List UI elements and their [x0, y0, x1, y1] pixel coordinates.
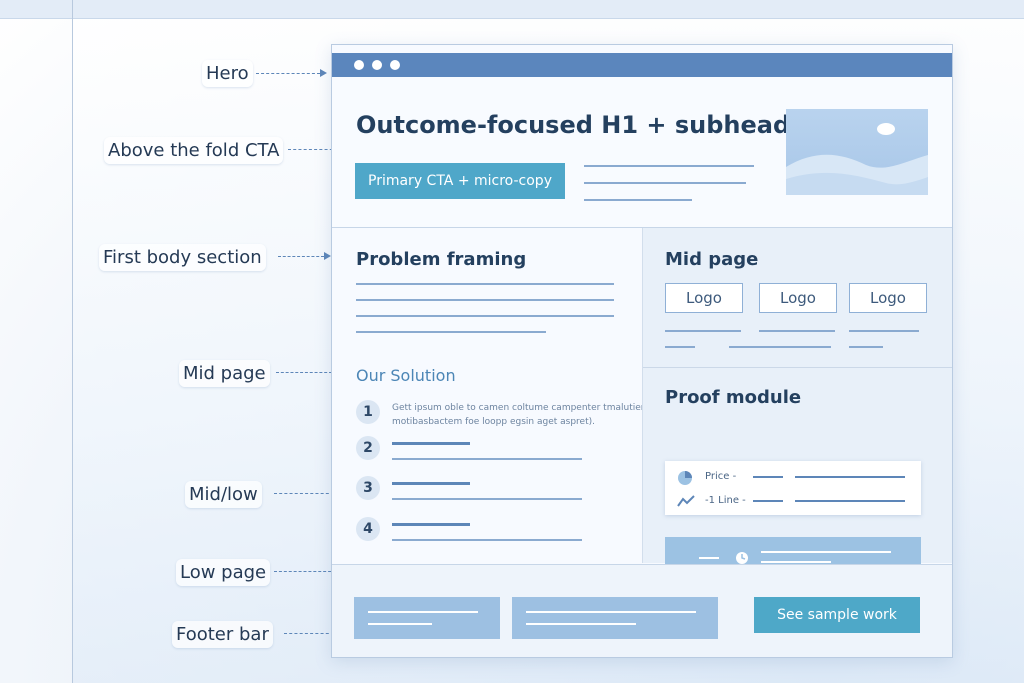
problem-framing-heading: Problem framing [356, 249, 527, 270]
text-line [849, 346, 883, 348]
text-line [356, 283, 614, 285]
logo-placeholder: Logo [759, 283, 837, 313]
step-number-3: 3 [356, 476, 380, 500]
top-band [0, 0, 1024, 19]
proof-line [795, 476, 905, 478]
text-line [759, 330, 835, 332]
leader-hero [256, 73, 320, 74]
trend-chart-icon [677, 495, 695, 507]
hero-section: Outcome-focused H1 + subhead Primary CTA… [332, 77, 952, 228]
pie-chart-icon [678, 471, 692, 485]
step-line [392, 498, 582, 500]
callout-first-body: First body section [99, 244, 266, 271]
proof-line [753, 476, 783, 478]
callout-above-fold-cta: Above the fold CTA [104, 137, 284, 164]
proof-line [753, 500, 783, 502]
leader-low-page [274, 571, 336, 572]
step-line [392, 482, 470, 485]
leader-mid-page [276, 372, 332, 373]
leader-above-fold-cta [288, 149, 338, 150]
logo-placeholder: Logo [665, 283, 743, 313]
hero-image-icon [786, 109, 928, 195]
banner-dash [699, 557, 719, 559]
see-sample-work-button[interactable]: See sample work [754, 597, 920, 633]
step-number-1: 1 [356, 400, 380, 424]
text-line [356, 331, 546, 333]
footer-line [368, 611, 478, 613]
proof-module-heading: Proof module [665, 387, 802, 408]
step-line [392, 539, 582, 541]
footer-line [526, 623, 636, 625]
banner-dash [761, 561, 831, 563]
footer-line [368, 623, 432, 625]
step-number-4: 4 [356, 517, 380, 541]
window-dot-icon [354, 60, 364, 70]
left-rule [72, 0, 73, 683]
footer-line [526, 611, 696, 613]
callout-mid-page: Mid page [179, 360, 270, 387]
step-1-text: motibasbactem foe loopp egsin aget aspre… [392, 417, 595, 427]
first-body-section: Problem framing Our Solution 1 Gett ipsu… [332, 228, 650, 563]
window-dot-icon [372, 60, 382, 70]
footer-block [512, 597, 718, 639]
step-line [392, 442, 470, 445]
proof-line [795, 500, 905, 502]
proof-line-label: -1 Line - [705, 495, 746, 506]
mid-page-heading: Mid page [665, 249, 759, 270]
browser-mockup: Outcome-focused H1 + subhead Primary CTA… [331, 44, 953, 658]
leader-footer-bar [284, 633, 334, 634]
callout-hero: Hero [202, 60, 253, 87]
primary-cta-button[interactable]: Primary CTA + micro-copy [355, 163, 565, 199]
step-1-text: Gett ipsum oble to camen coltume campent… [392, 403, 650, 413]
text-line [729, 346, 831, 348]
leader-mid-low [274, 493, 334, 494]
leader-first-body [278, 256, 324, 257]
clock-icon [736, 552, 748, 564]
subhead-line [584, 182, 746, 184]
subhead-line [584, 199, 692, 201]
window-dot-icon [390, 60, 400, 70]
hero-headline: Outcome-focused H1 + subhead [356, 111, 791, 139]
section-divider [643, 367, 952, 368]
proof-card: Price - -1 Line - [665, 461, 921, 515]
text-line [665, 346, 695, 348]
our-solution-heading: Our Solution [356, 366, 456, 385]
text-line [356, 315, 614, 317]
arrow-first-body [324, 252, 331, 260]
callout-footer-bar: Footer bar [172, 621, 273, 648]
banner-dash [761, 551, 891, 553]
step-line [392, 523, 470, 526]
subhead-line [584, 165, 754, 167]
right-column: Mid page Logo Logo Logo Proof module Pri… [642, 228, 952, 579]
callout-mid-low: Mid/low [185, 481, 262, 508]
text-line [849, 330, 919, 332]
text-line [356, 299, 614, 301]
logo-placeholder: Logo [849, 283, 927, 313]
proof-price-label: Price - [705, 471, 737, 482]
step-line [392, 458, 582, 460]
step-number-2: 2 [356, 436, 380, 460]
arrow-hero [320, 69, 327, 77]
browser-title-bar [332, 53, 952, 77]
text-line [665, 330, 741, 332]
footer-bar: See sample work [332, 564, 952, 657]
footer-block [354, 597, 500, 639]
callout-low-page: Low page [176, 559, 271, 586]
